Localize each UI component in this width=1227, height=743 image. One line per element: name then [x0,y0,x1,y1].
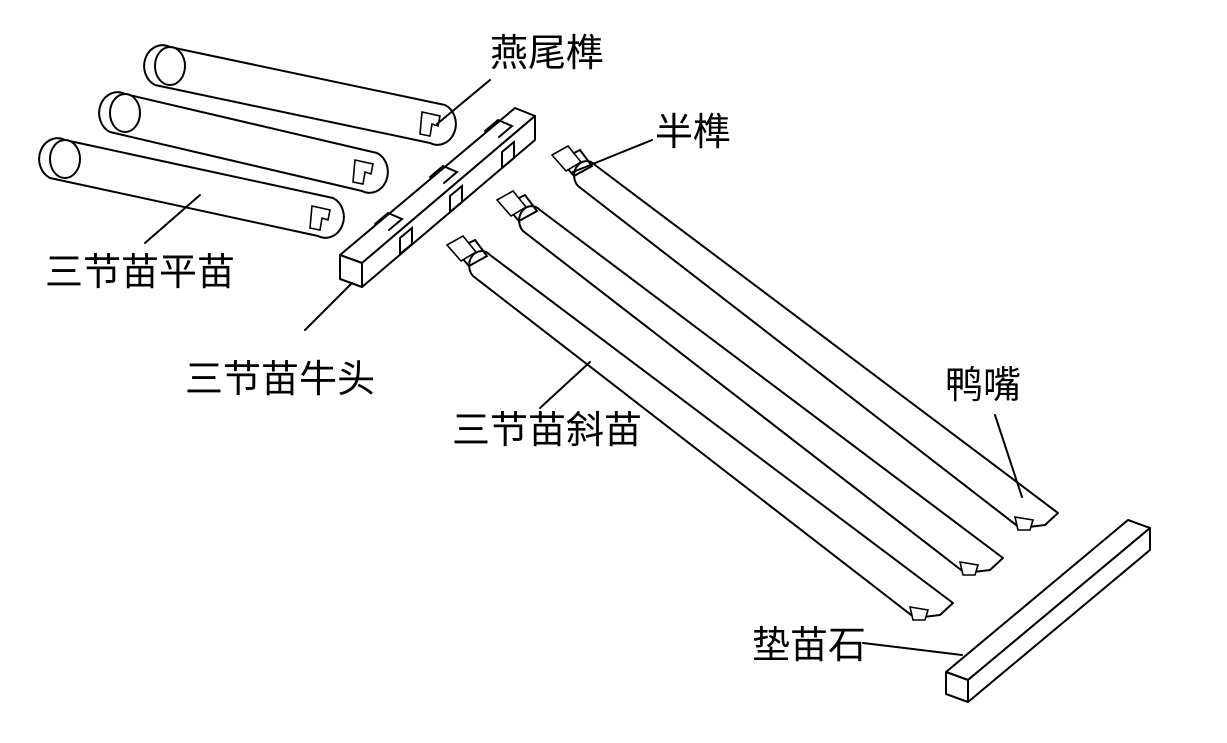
flat-rod-top [143,44,457,146]
slanted-rod-1 [550,144,1059,531]
slanted-rod-2 [495,189,1004,576]
label-pingmiao: 三节苗平苗 [45,250,235,294]
base-stone [945,519,1151,703]
ox-head-beam [339,107,536,288]
leader-pingmiao [144,194,201,244]
label-yazui: 鸭嘴 [945,363,1021,407]
flat-rod-middle [98,91,389,194]
leader-dianmiaoshi [862,642,963,656]
leader-niutou [304,282,353,331]
label-bansun: 半榫 [655,110,731,154]
leader-yanweisun [436,79,491,125]
slanted-rod-3 [445,234,954,621]
leader-ximiao [539,361,591,409]
flat-rod-bottom [38,137,345,239]
leader-bansun [572,139,653,173]
label-niutou: 三节苗牛头 [185,357,375,401]
label-dianmiaoshi: 垫苗石 [752,623,866,667]
label-ximiao: 三节苗斜苗 [452,408,642,452]
label-yanweisun: 燕尾榫 [490,31,604,75]
leader-yazui [994,414,1023,498]
